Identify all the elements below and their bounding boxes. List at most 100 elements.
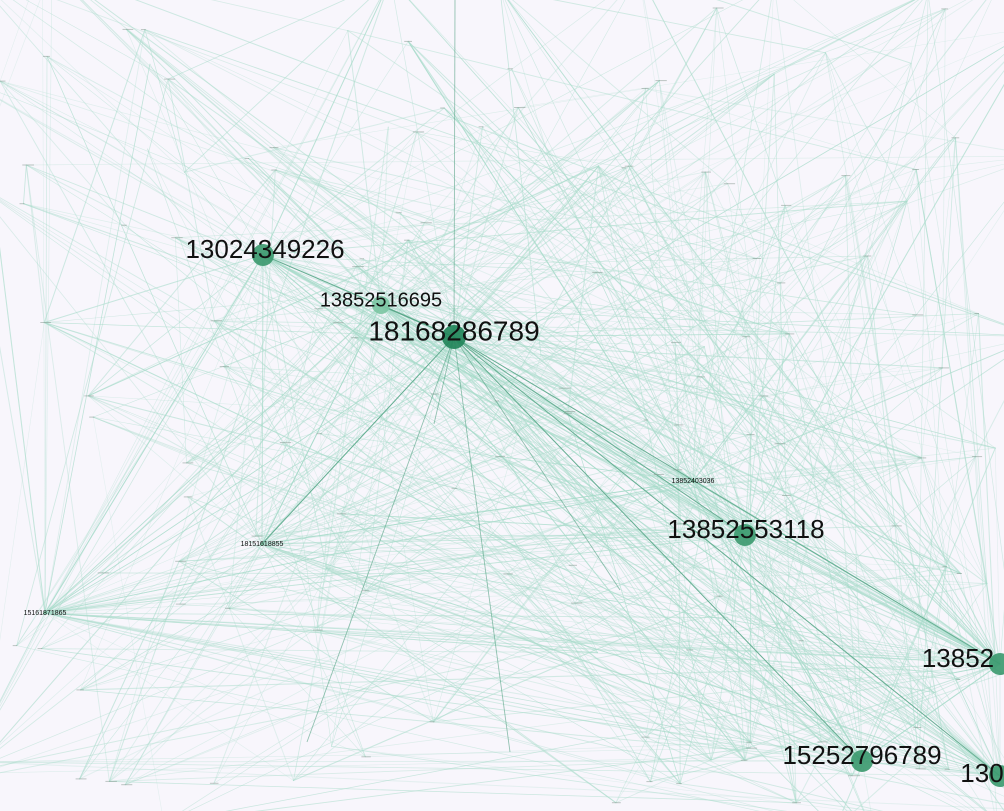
edge <box>181 480 694 811</box>
minor-node <box>621 167 626 169</box>
edge <box>0 80 542 355</box>
edge <box>108 543 263 782</box>
edge <box>552 0 827 54</box>
edge <box>657 474 1001 777</box>
edge <box>25 164 45 324</box>
node-13852403036[interactable] <box>691 479 695 483</box>
edge <box>380 304 1004 675</box>
edge <box>745 61 1004 338</box>
edge <box>628 165 996 662</box>
edge <box>0 0 185 173</box>
minor-node <box>210 320 222 322</box>
minor-node <box>97 572 109 574</box>
edge <box>365 255 868 592</box>
edge <box>87 395 263 545</box>
edge <box>261 400 500 545</box>
edge <box>649 595 721 783</box>
edge <box>186 462 961 680</box>
minor-node <box>697 376 705 378</box>
minor-node <box>568 564 577 566</box>
edge <box>178 346 705 562</box>
minor-node <box>494 400 499 402</box>
edge <box>845 175 920 754</box>
edge <box>213 480 694 784</box>
edge <box>92 416 163 811</box>
edge <box>453 0 920 338</box>
edge <box>262 254 746 536</box>
node-18151618855[interactable] <box>260 542 264 546</box>
edge <box>380 304 746 536</box>
edge <box>255 304 382 537</box>
edge <box>0 0 41 107</box>
edge <box>615 741 751 804</box>
edge <box>316 596 320 631</box>
node-15252796789[interactable] <box>851 750 873 772</box>
edge <box>124 543 263 786</box>
edge <box>995 447 1001 665</box>
edge <box>261 333 790 545</box>
minor-node <box>314 308 323 310</box>
edge <box>109 781 797 804</box>
edge <box>261 165 599 545</box>
edge <box>167 0 346 80</box>
edge <box>0 612 46 703</box>
minor-node <box>785 333 795 335</box>
edge <box>262 254 597 273</box>
edge <box>645 88 1004 151</box>
edge <box>705 171 853 776</box>
node-13024349226[interactable] <box>252 244 274 266</box>
edge <box>692 258 757 482</box>
minor-node <box>503 573 513 575</box>
node-130[interactable] <box>989 765 1004 787</box>
edge <box>615 210 1004 804</box>
edge <box>126 29 935 693</box>
edge <box>340 513 853 777</box>
edge <box>262 254 746 536</box>
edge <box>433 419 648 723</box>
edge <box>690 649 863 762</box>
edge <box>228 254 264 609</box>
edge <box>261 543 1001 777</box>
minor-node <box>105 780 117 782</box>
edge <box>261 543 920 770</box>
node-15161871865[interactable] <box>43 611 47 615</box>
minor-node <box>782 495 791 496</box>
edge <box>986 583 996 662</box>
edge <box>44 612 996 662</box>
edge <box>44 567 327 614</box>
edge <box>778 282 781 444</box>
edge <box>325 567 367 592</box>
minor-node <box>140 29 146 31</box>
node-label: 13852 <box>922 643 994 673</box>
node-13852[interactable] <box>989 653 1004 675</box>
edge <box>380 304 746 761</box>
highlight-edge <box>262 254 455 338</box>
edge <box>88 395 918 728</box>
minor-node <box>698 526 710 528</box>
edge <box>380 304 1004 336</box>
node-18168286789[interactable] <box>442 325 466 349</box>
edge <box>261 543 617 804</box>
edge <box>380 304 1001 665</box>
minor-node <box>951 137 960 139</box>
edge <box>853 752 920 811</box>
edge <box>433 721 863 762</box>
edge <box>692 480 918 728</box>
edge <box>108 282 782 782</box>
edge <box>453 126 484 338</box>
edge <box>407 40 1001 665</box>
edge <box>261 543 853 777</box>
edge <box>399 212 694 482</box>
edge <box>0 760 863 763</box>
edge <box>44 612 884 811</box>
edge <box>274 169 790 335</box>
minor-node <box>752 258 761 259</box>
edge <box>744 0 774 536</box>
edge <box>380 304 1001 665</box>
node-13852516695[interactable] <box>372 296 390 314</box>
edge <box>79 266 357 780</box>
node-13852553118[interactable] <box>734 524 756 546</box>
edge <box>795 399 1004 804</box>
graph-nodes[interactable] <box>43 244 1004 787</box>
edge <box>44 239 409 614</box>
